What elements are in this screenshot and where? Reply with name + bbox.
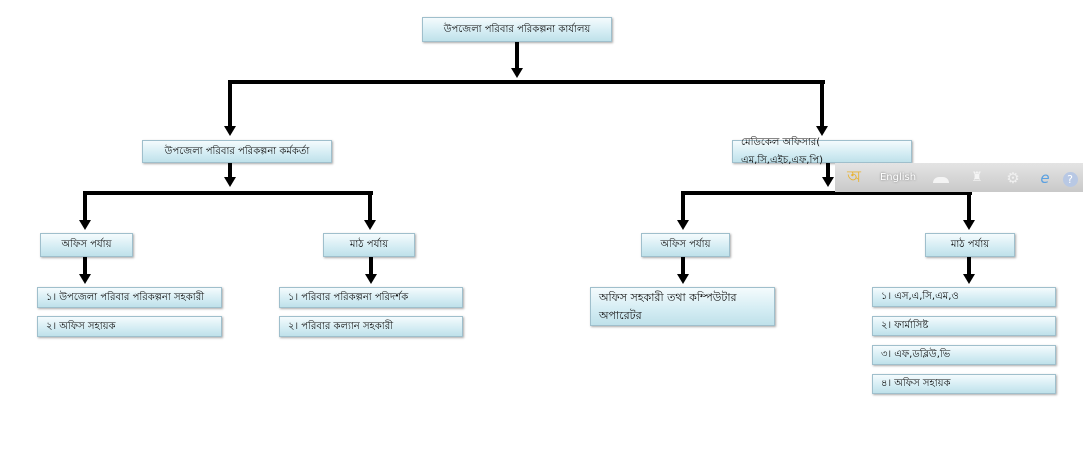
arrow-icon [963, 220, 975, 230]
connector [967, 191, 971, 221]
list-item: ২। ফার্মাসিষ্ট [872, 316, 1056, 336]
gear-icon[interactable]: ⚙ [1006, 168, 1020, 187]
language-toolbar: অ English ♜ ⚙ e ? [835, 163, 1083, 192]
arrow-icon [677, 274, 689, 284]
connector [83, 257, 87, 275]
connector [967, 257, 971, 275]
arrow-icon [224, 177, 236, 187]
connector [820, 80, 824, 127]
tools-icon[interactable]: ♜ [971, 170, 983, 185]
left-officer-node: উপজেলা পরিবার পরিকল্পনা কর্মকর্তা [142, 140, 332, 163]
arrow-icon [963, 274, 975, 284]
connector [681, 257, 685, 275]
list-item: ৪। অফিস সহায়ক [872, 374, 1056, 394]
help-icon[interactable]: ? [1059, 168, 1081, 187]
arrow-icon [79, 274, 91, 284]
left-office-level: অফিস পর্যায় [40, 233, 133, 257]
arrow-icon [365, 274, 377, 284]
connector [515, 42, 519, 70]
keyboard-icon[interactable] [923, 168, 959, 187]
connector [368, 191, 372, 221]
list-item: ১। পরিবার পরিকল্পনা পরিদর্শক [279, 287, 463, 308]
list-item: অফিস সহকারী তথা কম্পিউটার অপারেটর [590, 287, 775, 326]
arrow-icon [822, 177, 834, 187]
arrow-icon [677, 220, 689, 230]
list-item: ২। অফিস সহায়ক [37, 316, 222, 337]
connector [83, 191, 87, 221]
right-office-level: অফিস পর্যায় [641, 233, 730, 257]
right-officer-node: মেডিকেল অফিসার( এম,সি,এইচ,এফ,পি) [732, 137, 912, 166]
connector [228, 80, 232, 127]
list-item: ২। পরিবার কল্যান সহকারী [279, 316, 463, 337]
connector [83, 191, 373, 195]
arrow-icon [364, 220, 376, 230]
connector [826, 163, 830, 178]
list-item: ৩। এফ,ডব্লিউ,ভি [872, 345, 1056, 365]
connector [228, 80, 825, 84]
arrow-icon [224, 126, 236, 136]
connector [369, 257, 373, 275]
browser-icon[interactable]: e [1040, 168, 1050, 187]
root-node: উপজেলা পরিবার পরিকল্পনা কার্যালয় [422, 17, 612, 42]
connector [228, 163, 232, 178]
left-field-level: মাঠ পর্যায় [323, 233, 415, 257]
connector [681, 191, 972, 195]
list-item: ১। উপজেলা পরিবার পরিকল্পনা সহকারী [37, 287, 222, 308]
arrow-icon [511, 68, 523, 78]
right-field-level: মাঠ পর্যায় [925, 233, 1015, 257]
connector [681, 191, 685, 221]
bangla-input-icon[interactable]: অ [847, 167, 861, 186]
arrow-icon [816, 126, 828, 136]
language-switch[interactable]: English [879, 172, 917, 183]
arrow-icon [79, 220, 91, 230]
list-item: ১। এস,এ,সি,এম,ও [872, 287, 1056, 307]
